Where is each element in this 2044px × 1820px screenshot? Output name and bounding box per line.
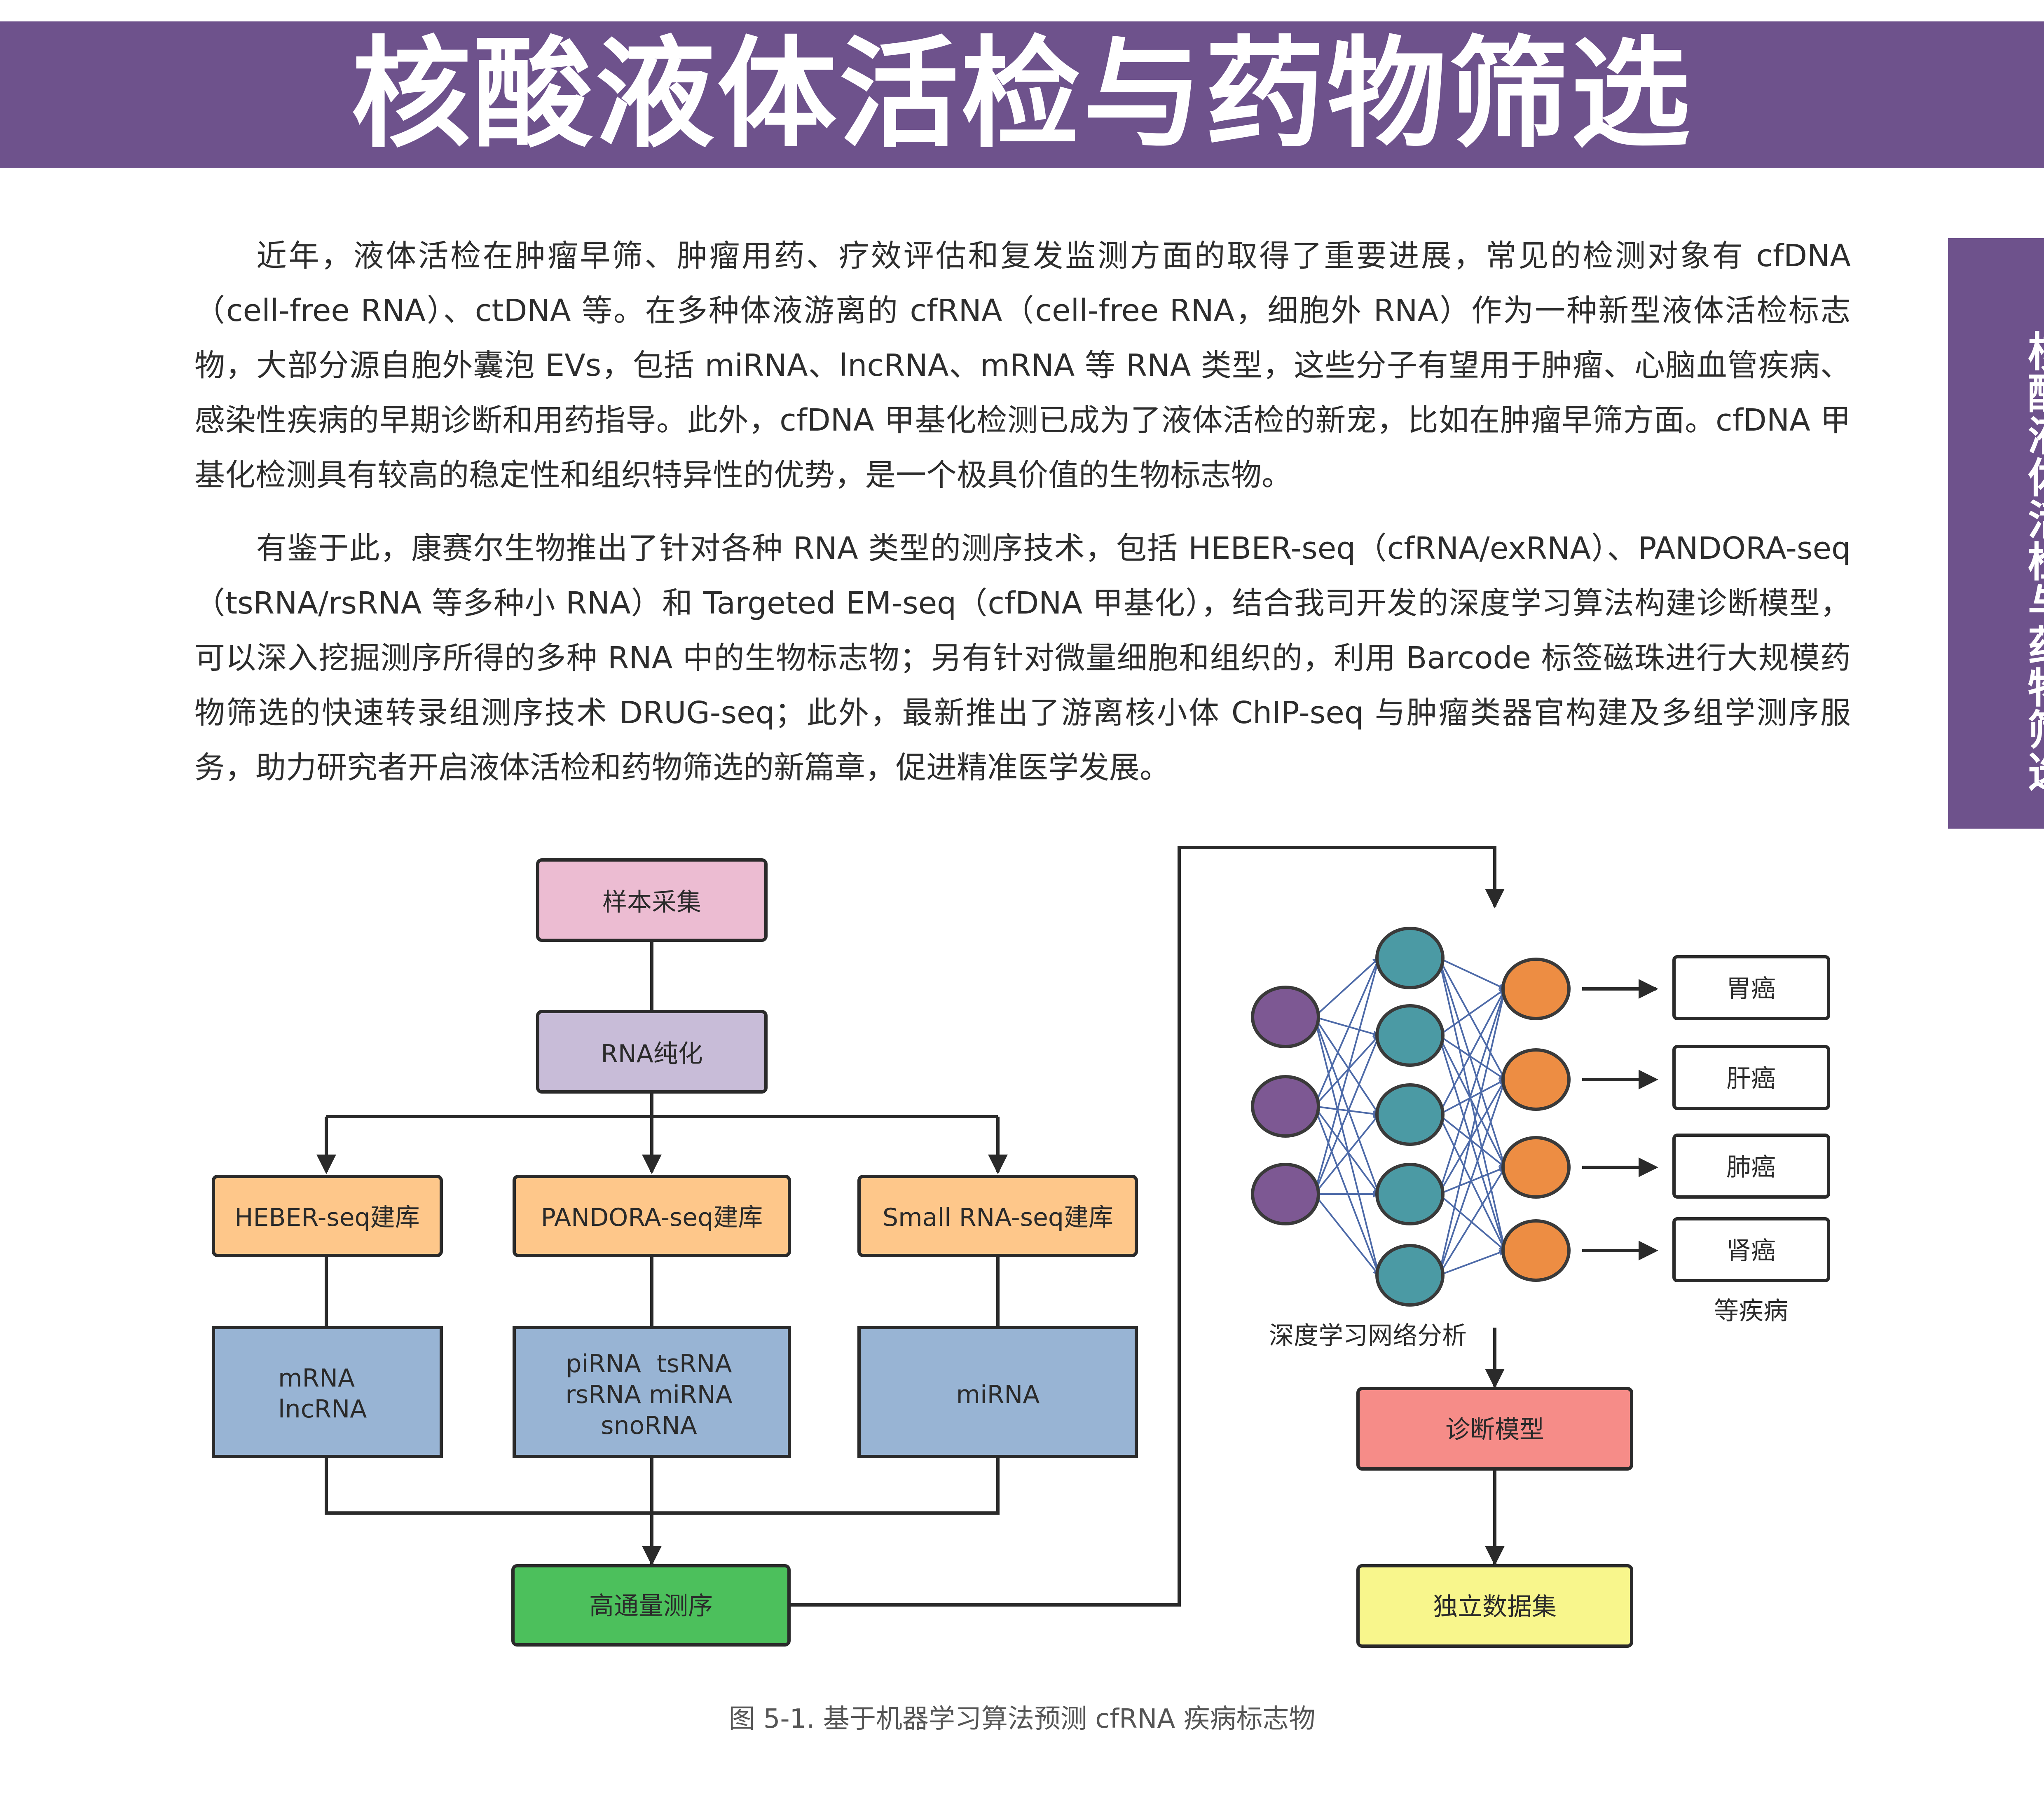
side-tab-label: 核酸液体活检与药物筛选: [2021, 330, 2044, 792]
nn-edge: [1313, 1016, 1380, 1115]
intro-paragraph: 近年，液体活检在肿瘤早筛、肿瘤用药、疗效评估和复发监测方面的取得了重要进展，常见…: [194, 238, 1851, 493]
pandora-types-box: piRNA tsRNA rsRNA miRNA snoRNA: [513, 1326, 791, 1458]
type-lncrna: lncRNA: [278, 1395, 367, 1424]
nn-edge: [1438, 1166, 1506, 1195]
nn-edge: [1438, 988, 1506, 1115]
nn-edge: [1438, 1079, 1506, 1276]
workflow-diagram: 样本采集 RNA纯化 HEBER-seq建库 PANDORA-seq建库 Sma…: [212, 846, 1830, 1648]
service-paragraph: 有鉴于此，康赛尔生物推出了针对各种 RNA 类型的测序技术，包括 HEBER-s…: [194, 531, 1851, 785]
nn-edge: [1313, 1114, 1380, 1195]
independent-dataset-box: 独立数据集: [1356, 1564, 1633, 1648]
output-kidney-cancer: 肾癌: [1672, 1217, 1830, 1282]
type-mirna: miRNA: [956, 1380, 1040, 1409]
output-more-label: 等疾病: [1714, 1297, 1788, 1326]
nn-edge: [1438, 1035, 1506, 1168]
output-stomach-cancer: 胃癌: [1672, 955, 1830, 1020]
nn-input-node: [1251, 1163, 1320, 1225]
nn-edge: [1438, 1035, 1506, 1080]
nn-edge: [1438, 958, 1506, 1080]
output-boxes: 胃癌 肝癌 肺癌 肾癌 等疾病: [1672, 955, 1830, 1326]
nn-output-node: [1501, 1048, 1571, 1111]
small-rna-library-label: Small RNA-seq建库: [883, 1203, 1113, 1232]
nn-edge: [1438, 988, 1507, 1195]
heber-library-box: HEBER-seq建库: [212, 1175, 443, 1257]
nn-edge: [1438, 1079, 1506, 1195]
nn-edge: [1313, 1017, 1381, 1276]
nn-hidden-node: [1375, 1083, 1445, 1146]
output-lung-label: 肺癌: [1726, 1153, 1776, 1182]
neural-network-graphic: [1251, 927, 1571, 1307]
independent-dataset-label: 独立数据集: [1433, 1593, 1557, 1621]
output-liver-cancer: 肝癌: [1672, 1045, 1830, 1110]
type-pirna-tsrna: piRNA tsRNA: [566, 1349, 732, 1378]
title-banner: 核酸液体活检与药物筛选: [0, 21, 2044, 168]
small-rna-library-box: Small RNA-seq建库: [857, 1175, 1138, 1257]
heber-library-label: HEBER-seq建库: [234, 1203, 419, 1232]
nn-edge: [1438, 1079, 1506, 1115]
nn-edge: [1313, 1035, 1380, 1107]
nn-edge: [1438, 1114, 1506, 1168]
output-lung-cancer: 肺癌: [1672, 1134, 1830, 1199]
heber-types-box: mRNA lncRNA: [212, 1326, 443, 1458]
rna-purification-label: RNA纯化: [601, 1040, 703, 1068]
page-title: 核酸液体活检与药物筛选: [351, 25, 1693, 164]
rna-purification-box: RNA纯化: [536, 1010, 768, 1094]
nn-edge: [1438, 1114, 1506, 1251]
nn-edge: [1438, 988, 1506, 1036]
output-stomach-label: 胃癌: [1726, 974, 1776, 1003]
diagnosis-model-label: 诊断模型: [1445, 1415, 1544, 1444]
nn-hidden-node: [1375, 927, 1445, 989]
nn-hidden-node: [1375, 1004, 1445, 1067]
nn-input-node: [1251, 1075, 1320, 1138]
type-mrna: mRNA: [278, 1364, 355, 1393]
sample-collection-box: 样本采集: [536, 858, 768, 942]
nn-edge: [1313, 1035, 1380, 1195]
figure-caption: 图 5-1. 基于机器学习算法预测 cfRNA 疾病标志物: [728, 1704, 1316, 1734]
nn-edge: [1438, 1249, 1506, 1276]
nn-edge: [1313, 1017, 1380, 1195]
nn-hidden-node: [1375, 1163, 1445, 1225]
side-section-tab: 核酸液体活检与药物筛选: [1948, 238, 2044, 829]
nn-edge: [1313, 1193, 1380, 1276]
nn-edge: [1438, 957, 1506, 990]
output-liver-label: 肝癌: [1726, 1064, 1776, 1093]
nn-edge: [1313, 957, 1380, 1018]
type-rsrna-mirna: rsRNA miRNA: [565, 1380, 732, 1409]
nn-edge: [1313, 957, 1380, 1107]
small-types-box: miRNA: [857, 1326, 1138, 1458]
sequencing-box: 高通量测序: [511, 1564, 791, 1647]
output-kidney-label: 肾癌: [1726, 1237, 1776, 1265]
nn-edge: [1438, 958, 1507, 1168]
flow-connectors: [316, 846, 1505, 1607]
output-arrows: [1582, 979, 1658, 1260]
diagnosis-model-box: 诊断模型: [1356, 1387, 1633, 1471]
nn-edge: [1313, 957, 1381, 1195]
sequencing-label: 高通量测序: [589, 1592, 713, 1621]
nn-edge: [1313, 1106, 1380, 1195]
nn-output-node: [1501, 1136, 1571, 1199]
nn-edge: [1313, 1106, 1380, 1276]
sample-collection-label: 样本采集: [602, 888, 701, 917]
nn-output-node: [1501, 1219, 1571, 1282]
nn-edge: [1438, 988, 1507, 1276]
nn-edge: [1438, 1166, 1506, 1276]
nn-analysis-label: 深度学习网络分析: [1269, 1321, 1467, 1350]
nn-edge: [1314, 1016, 1380, 1037]
nn-edge: [1438, 1035, 1507, 1251]
pandora-library-label: PANDORA-seq建库: [541, 1203, 763, 1232]
type-snorna: snoRNA: [601, 1411, 697, 1440]
nn-output-node: [1501, 958, 1571, 1020]
nn-hidden-node: [1375, 1244, 1445, 1307]
nn-edge: [1314, 1106, 1380, 1117]
nn-input-node: [1251, 986, 1320, 1048]
pandora-library-box: PANDORA-seq建库: [513, 1175, 791, 1257]
nn-edge: [1438, 958, 1507, 1251]
